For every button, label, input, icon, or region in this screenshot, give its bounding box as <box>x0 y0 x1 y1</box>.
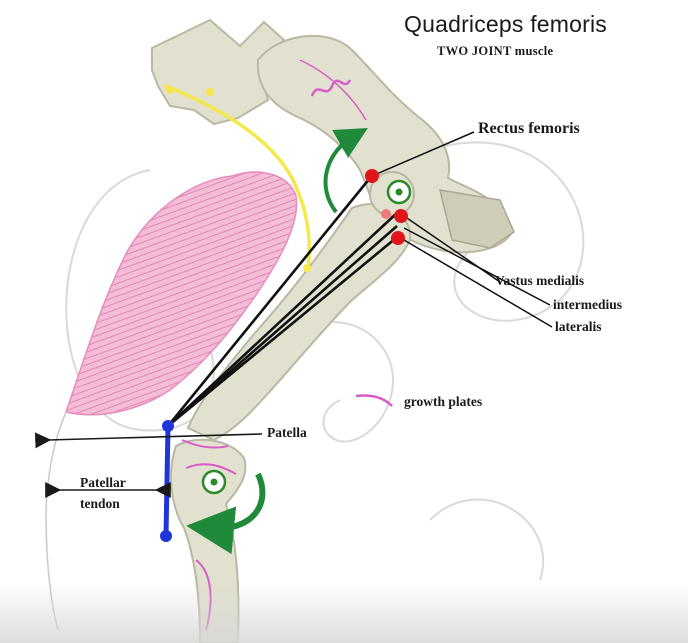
stifle-joint-axis-icon <box>203 471 225 493</box>
patella-label: Patella <box>267 425 307 441</box>
diagram-title: Quadriceps femoris <box>404 11 607 38</box>
growth-plates-label: growth plates <box>404 394 482 410</box>
tibial-tuberosity-marker <box>160 530 172 542</box>
ischium-bone <box>440 190 514 248</box>
vastus-intermedius-label: intermedius <box>553 297 622 313</box>
vastus-intermedius-origin <box>381 209 391 219</box>
vastus-lateralis-label: lateralis <box>555 319 602 335</box>
patella-marker <box>162 420 174 432</box>
patella-pointer-arrow <box>48 434 262 440</box>
vastus-medialis-label: Vastus medialis <box>495 273 584 289</box>
rectus-femoris-label: Rectus femoris <box>478 120 580 138</box>
bottom-fade <box>0 583 688 643</box>
patellar-tendon-line <box>166 426 168 536</box>
growth-plate-legend-icon <box>356 395 392 406</box>
nerve-dot-2 <box>206 88 214 96</box>
diagram-subtitle: TWO JOINT muscle <box>437 44 553 59</box>
vastus-medialis-origin <box>394 209 408 223</box>
nerve-dot-3 <box>303 264 311 272</box>
nerve-dot-1 <box>166 86 174 94</box>
rectus-femoris-origin <box>365 169 379 183</box>
patellar-tendon-label-line1: Patellar <box>80 475 126 491</box>
patellar-tendon-label-line2: tendon <box>80 496 120 512</box>
hip-joint-axis-icon <box>388 181 410 203</box>
vastus-lateralis-origin <box>391 231 405 245</box>
